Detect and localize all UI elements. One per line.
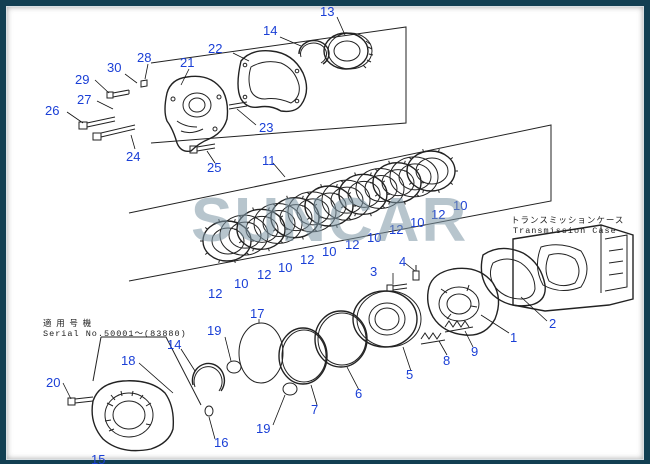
clutch-disc-bore xyxy=(347,180,381,208)
springs-part-8 xyxy=(420,332,446,345)
clutch-disc-bore xyxy=(415,157,449,185)
part-number-24: 24 xyxy=(126,149,140,164)
part-number-10-b: 10 xyxy=(410,215,424,230)
bolt-part-3 xyxy=(386,283,408,292)
clutch-disc-bore xyxy=(364,175,398,202)
leader-lines xyxy=(62,16,548,440)
transmission-case xyxy=(512,224,634,312)
clutch-disc-bore xyxy=(296,198,330,226)
housing-part-1 xyxy=(426,267,500,336)
plug-part-4 xyxy=(412,265,420,281)
transmission-case-label-en: Transmission Case xyxy=(513,226,617,236)
part-number-1: 1 xyxy=(510,330,517,345)
part-number-10-d: 10 xyxy=(322,244,336,259)
part-number-19-upper: 19 xyxy=(207,323,221,338)
part-number-19-lower: 19 xyxy=(256,421,270,436)
disc-part-17 xyxy=(238,322,284,384)
serial-range-label: Serial No.50001～(83880) xyxy=(43,329,187,339)
bushing-part-16 xyxy=(204,405,214,417)
clutch-pack-plane-outline xyxy=(128,124,552,282)
part-number-12-f: 12 xyxy=(208,286,222,301)
part-number-2: 2 xyxy=(549,316,556,331)
part-number-30: 30 xyxy=(107,60,121,75)
gasket-part-22 xyxy=(237,50,308,113)
clutch-disc-bore xyxy=(313,192,347,220)
part-number-8: 8 xyxy=(443,353,450,368)
cover-part-21 xyxy=(164,75,229,153)
part-number-11: 11 xyxy=(262,153,276,168)
clutch-disc-bore xyxy=(228,221,262,249)
snap-ring-part-14-bottom xyxy=(191,362,226,392)
clutch-disc-bore xyxy=(330,186,364,214)
upper-plane-outline xyxy=(150,26,407,144)
part-number-12-c: 12 xyxy=(345,237,359,252)
clutch-disc-teeth xyxy=(336,172,390,217)
part-number-12-e: 12 xyxy=(257,267,271,282)
clutch-disc-bore xyxy=(245,215,279,243)
clutch-pack-discs xyxy=(200,148,458,264)
part-number-12-b: 12 xyxy=(389,222,403,237)
part-number-23: 23 xyxy=(259,120,273,135)
clutch-disc-bore xyxy=(398,163,432,191)
part-number-28: 28 xyxy=(137,50,151,65)
serial-bracket xyxy=(92,336,202,406)
part-number-16: 16 xyxy=(214,435,228,450)
piston-part-5 xyxy=(352,290,422,348)
part-number-21: 21 xyxy=(180,55,194,70)
part-number-17: 17 xyxy=(250,306,264,321)
part-number-10-a: 10 xyxy=(453,198,467,213)
part-number-5: 5 xyxy=(406,367,413,382)
springs-part-9 xyxy=(444,320,474,333)
part-number-labels: 13 14 22 28 30 21 29 27 26 23 24 25 11 1… xyxy=(45,4,556,464)
part-number-10-e: 10 xyxy=(278,260,292,275)
o-ring-part-19-lower xyxy=(282,382,298,396)
bearing-part-13 xyxy=(323,32,374,70)
exploded-parts-diagram: トランスミッションケース Transmission Case 適 用 号 機 S… xyxy=(43,4,634,464)
retainer-part-15 xyxy=(91,380,175,452)
part-number-20: 20 xyxy=(46,375,60,390)
snap-ring-part-14-top xyxy=(298,39,330,65)
part-number-15: 15 xyxy=(91,452,105,464)
part-number-9: 9 xyxy=(471,344,478,359)
seal-ring-part-7 xyxy=(278,327,328,385)
clutch-disc-bore xyxy=(211,227,245,255)
part-number-7: 7 xyxy=(311,402,318,417)
part-number-12-d: 12 xyxy=(300,252,314,267)
clutch-disc-teeth xyxy=(234,207,288,252)
clutch-disc-teeth xyxy=(268,195,322,240)
part-number-26: 26 xyxy=(45,103,59,118)
part-number-14-bottom: 14 xyxy=(167,337,181,352)
bolt-part-20 xyxy=(67,396,94,406)
part-number-12-a: 12 xyxy=(431,207,445,222)
part-number-13: 13 xyxy=(320,4,334,19)
clutch-disc-bore xyxy=(381,169,415,197)
bolts-group xyxy=(78,79,248,154)
clutch-disc-bore xyxy=(262,210,296,237)
clutch-disc-teeth xyxy=(200,218,254,264)
part-number-14-top: 14 xyxy=(263,23,277,38)
part-number-27: 27 xyxy=(77,92,91,107)
part-number-29: 29 xyxy=(75,72,89,87)
watermark: SUNCAR xyxy=(191,186,468,255)
clutch-disc-teeth xyxy=(370,160,424,205)
part-number-18: 18 xyxy=(121,353,135,368)
part-number-10-f: 10 xyxy=(234,276,248,291)
clutch-disc-teeth xyxy=(302,183,356,229)
part-number-3: 3 xyxy=(370,264,377,279)
diagram-panel: トランスミッションケース Transmission Case 適 用 号 機 S… xyxy=(6,4,644,464)
serial-header-label: 適 用 号 機 xyxy=(43,318,92,329)
part-number-4: 4 xyxy=(399,254,406,269)
part-number-10-c: 10 xyxy=(367,230,381,245)
o-ring-part-19-upper xyxy=(226,360,242,374)
clutch-disc-bore xyxy=(279,204,313,232)
seal-ring-part-6 xyxy=(314,310,368,368)
part-number-6: 6 xyxy=(355,386,362,401)
part-number-25: 25 xyxy=(207,160,221,175)
transmission-case-label-jp: トランスミッションケース xyxy=(511,216,624,226)
part-number-22: 22 xyxy=(208,41,222,56)
clutch-disc-teeth xyxy=(404,148,458,194)
